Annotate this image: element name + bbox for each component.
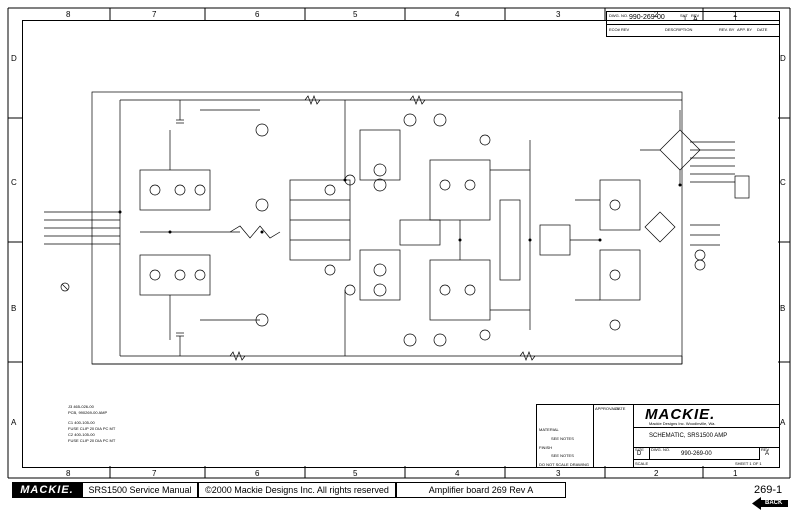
rev-sht: 1 bbox=[683, 16, 687, 23]
note-line: PCB, 990269-00 AMP bbox=[68, 410, 108, 415]
back-arrow-icon bbox=[752, 497, 788, 510]
zone-bottom-1: 1 bbox=[733, 469, 738, 478]
rev-col-description: DESCRIPTION bbox=[665, 27, 693, 32]
rev-rev-label: REV bbox=[691, 13, 700, 18]
tb-size-label: SIZE bbox=[635, 447, 644, 452]
footer-page-number: 269-1 bbox=[754, 484, 783, 496]
zone-bottom-2: 2 bbox=[654, 469, 659, 478]
footer-logo: MACKIE. bbox=[20, 484, 74, 496]
note-line: C2 400-105-00 bbox=[68, 432, 95, 437]
footer-board: Amplifier board 269 Rev A bbox=[396, 482, 566, 498]
rev-col-date: DATE bbox=[757, 27, 768, 32]
zone-top-5: 5 bbox=[353, 10, 358, 19]
schematic-drawing bbox=[44, 91, 750, 365]
note-line: C1 400-105-00 bbox=[68, 420, 95, 425]
zone-left-d: D bbox=[11, 54, 17, 63]
zone-left-a: A bbox=[11, 418, 17, 427]
zone-bottom-8: 8 bbox=[66, 469, 71, 478]
zone-right-d: D bbox=[780, 54, 786, 63]
rev-col-eco: ECO# REV bbox=[609, 27, 630, 32]
tb-finish: FINISH bbox=[539, 445, 553, 450]
zone-right-a: A bbox=[780, 418, 786, 427]
schematic-sheet: 8 7 6 5 4 3 2 1 8 7 6 5 4 3 2 1 D C B A … bbox=[7, 7, 791, 479]
zone-right-c: C bbox=[780, 178, 786, 187]
footer-logo-box: MACKIE. bbox=[12, 482, 82, 498]
tb-title: SCHEMATIC, SRS1500 AMP bbox=[649, 433, 728, 439]
back-label: BACK bbox=[765, 500, 783, 506]
zone-bottom-3: 3 bbox=[556, 469, 561, 478]
tb-do-not-scale: DO NOT SCALE DRAWING bbox=[539, 462, 590, 467]
rev-dwg-no: 990-269-00 bbox=[629, 14, 665, 21]
tb-approvals: APPROVALS bbox=[595, 406, 619, 411]
zone-top-8: 8 bbox=[66, 10, 71, 19]
tb-date: DATE bbox=[615, 406, 626, 411]
tb-rev: A bbox=[765, 451, 770, 457]
zone-bottom-6: 6 bbox=[255, 469, 260, 478]
revision-block: DWG. NO. 990-269-00 SHT 1 REV A 1 ECO# R… bbox=[606, 11, 780, 37]
zone-top-1: 1 bbox=[733, 10, 738, 19]
zone-bottom-4: 4 bbox=[455, 469, 460, 478]
rev-sheet-index: 1 bbox=[733, 14, 738, 23]
tb-logo: MACKIE. bbox=[645, 406, 716, 423]
note-line: FUSE CLIP 20 DIA PC MT bbox=[68, 438, 116, 443]
tb-dwg-no: 990-269-00 bbox=[681, 451, 712, 457]
tb-rev-label: REV bbox=[761, 447, 770, 452]
zone-top-7: 7 bbox=[152, 10, 157, 19]
drawing-frame bbox=[22, 20, 780, 468]
zone-left-b: B bbox=[11, 304, 17, 313]
rev-sht-label: SHT bbox=[680, 13, 688, 18]
title-block: APPROVALS DATE MATERIAL FINISH SEE NOTES… bbox=[536, 404, 780, 468]
rev-col-app-by: APP. BY bbox=[737, 27, 753, 32]
zone-top-6: 6 bbox=[255, 10, 260, 19]
zone-left-c: C bbox=[11, 178, 17, 187]
footer-manual: SRS1500 Service Manual bbox=[82, 482, 198, 498]
tb-material: MATERIAL bbox=[539, 427, 559, 432]
tb-size: D bbox=[637, 451, 642, 457]
rev-dwg-no-label: DWG. NO. bbox=[609, 13, 629, 18]
rev-rev: A bbox=[693, 16, 698, 23]
parts-notes: J3 465-026-00 PCB, 990269-00 AMP C1 400-… bbox=[68, 404, 115, 444]
tb-dwg-no-label: DWG. NO. bbox=[651, 447, 671, 452]
zone-bottom-7: 7 bbox=[152, 469, 157, 478]
page-footer: MACKIE. SRS1500 Service Manual ©2000 Mac… bbox=[0, 482, 793, 513]
note-line: J3 465-026-00 bbox=[68, 404, 94, 409]
zone-top-4: 4 bbox=[455, 10, 460, 19]
footer-copyright: ©2000 Mackie Designs Inc. All rights res… bbox=[198, 482, 396, 498]
zone-bottom-5: 5 bbox=[353, 469, 358, 478]
zone-right-b: B bbox=[780, 304, 786, 313]
tb-see-notes-2: SEE NOTES bbox=[551, 453, 574, 458]
zone-top-3: 3 bbox=[556, 10, 561, 19]
zone-top-2: 2 bbox=[654, 10, 659, 19]
back-button[interactable]: BACK bbox=[752, 497, 788, 510]
rev-col-rev-by: REV. BY bbox=[719, 27, 735, 32]
tb-company: Mackie Designs Inc. Woodinville, Wa. bbox=[649, 421, 716, 426]
tb-scale-label: SCALE bbox=[635, 461, 649, 466]
tb-see-notes: SEE NOTES bbox=[551, 436, 574, 441]
zone-ticks bbox=[7, 7, 791, 479]
tb-sheet-label: SHEET 1 OF 1 bbox=[735, 461, 762, 466]
note-line: FUSE CLIP 20 DIA PC MT bbox=[68, 426, 116, 431]
